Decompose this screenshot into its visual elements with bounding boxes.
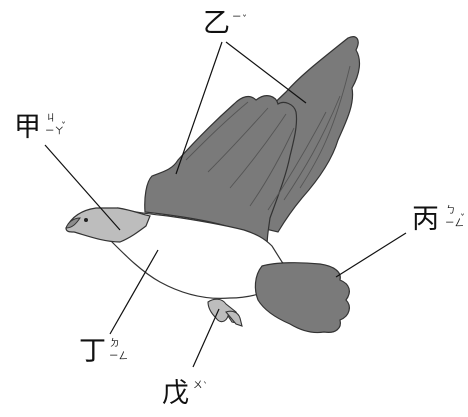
leader-wu — [192, 308, 220, 368]
label-ding-zhuyin-1: ㄉ — [110, 338, 120, 349]
label-bing-tone: ˇ — [460, 214, 465, 225]
label-jia-zhuyin-1: ㄐ — [46, 113, 56, 124]
label-yi: 乙 ㄧ ˇ — [203, 8, 247, 39]
label-wu: 戊 ㄨ ˋ — [162, 378, 208, 409]
label-bing-char: 丙 — [412, 204, 439, 235]
label-ding: 丁 ㄉ ㄧㄥ — [79, 336, 128, 367]
label-wu-zhuyin: ㄨ — [193, 380, 203, 391]
label-jia: 甲 ㄐ ㄧㄚ ˇ — [14, 112, 66, 143]
label-wu-char: 戊 — [162, 378, 189, 409]
bird-head — [65, 207, 151, 243]
label-jia-tone: ˇ — [61, 122, 66, 133]
label-yi-char: 乙 — [203, 8, 230, 39]
label-ding-char: 丁 — [79, 336, 106, 367]
label-jia-zhuyin-2: ㄧㄚ — [45, 126, 64, 137]
bird-eye — [84, 218, 88, 222]
leader-ding — [109, 249, 159, 335]
label-yi-tone: ˇ — [242, 15, 247, 26]
leader-yi-left — [175, 41, 223, 175]
leader-jia — [44, 144, 121, 231]
label-jia-char: 甲 — [14, 112, 41, 143]
label-ding-zhuyin-2: ㄧㄥ — [109, 351, 128, 362]
label-bing-zhuyin-2: ㄧㄥ — [445, 218, 464, 229]
label-yi-zhuyin: ㄧ — [232, 12, 242, 23]
label-bing-zhuyin-1: ㄅ — [446, 205, 456, 216]
bird-tail — [254, 262, 350, 334]
leader-yi-right — [225, 41, 307, 104]
leader-bing — [335, 232, 407, 278]
feather-lines — [185, 65, 351, 211]
label-bing: 丙 ㄅ ㄧㄥ ˇ — [412, 204, 465, 235]
bird-beak — [65, 217, 81, 229]
leader-lines — [44, 41, 407, 368]
label-wu-tone: ˋ — [203, 382, 208, 393]
